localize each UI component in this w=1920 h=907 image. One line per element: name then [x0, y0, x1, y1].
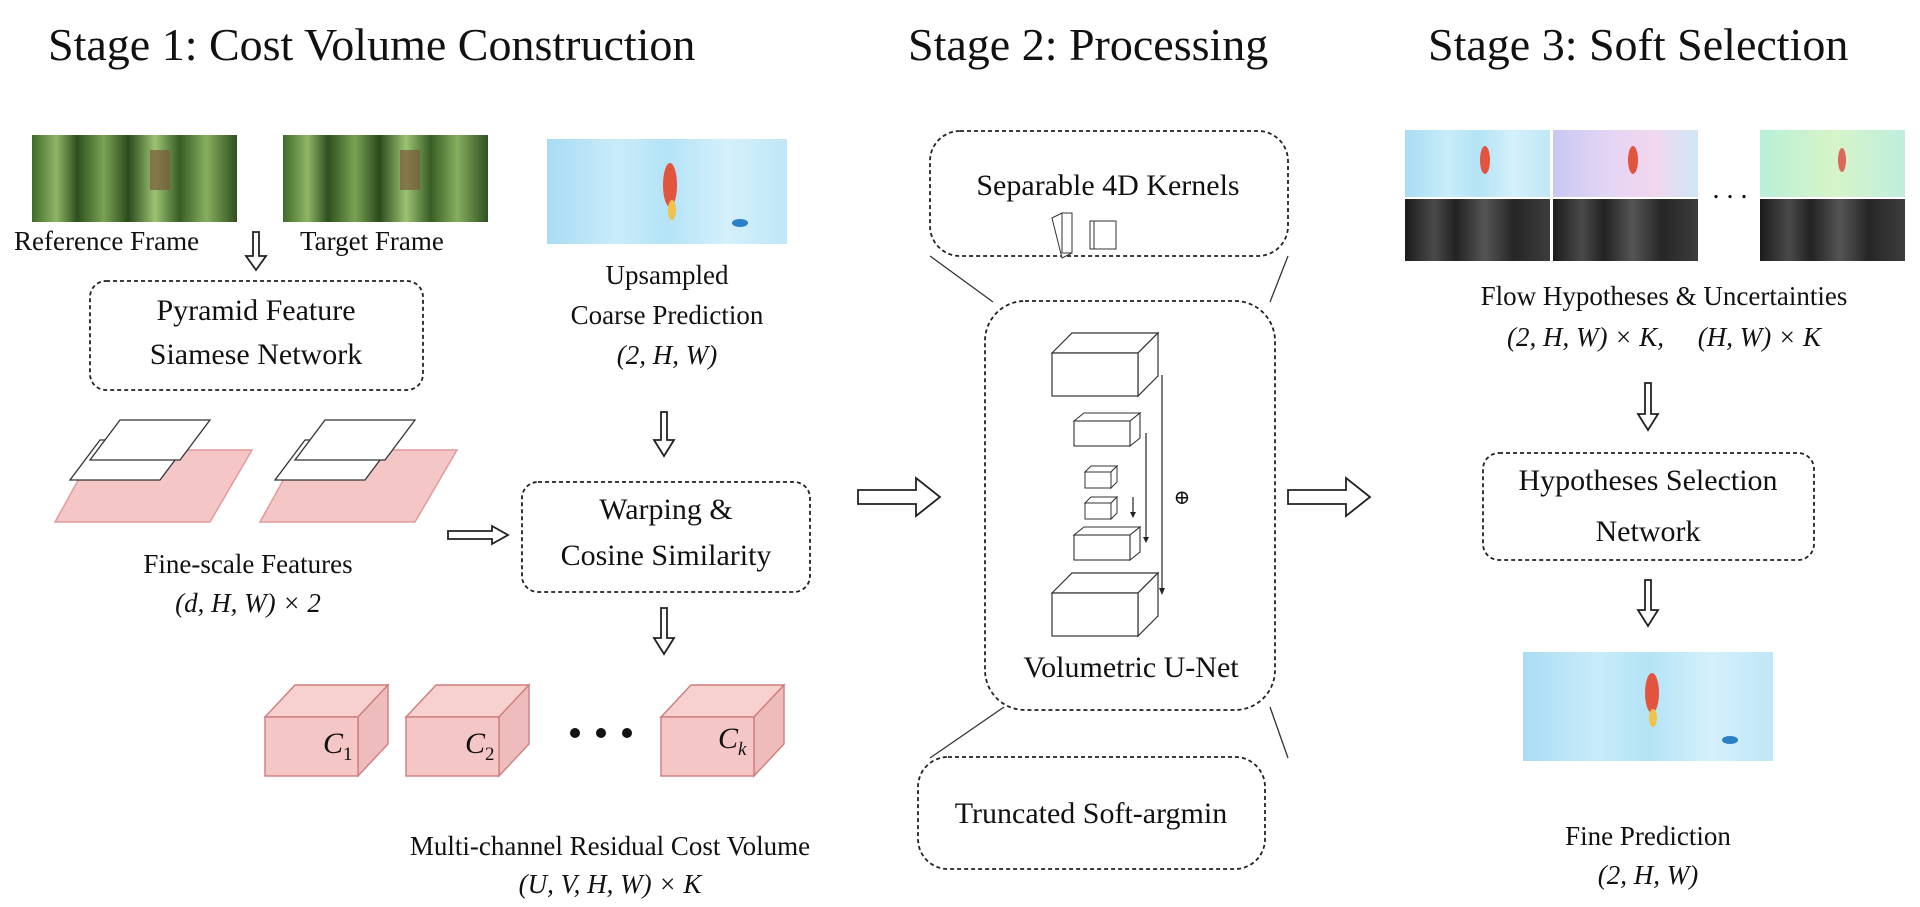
- fine-features-dims: (d, H, W) × 2: [175, 588, 321, 618]
- ellipsis-dots: [570, 728, 632, 738]
- fine-prediction-label: Fine Prediction: [1565, 821, 1731, 851]
- stage1-title: Stage 1: Cost Volume Construction: [48, 19, 695, 70]
- callout-line: [929, 706, 1005, 759]
- callout-line: [929, 255, 994, 303]
- selection-label-line2: Network: [1596, 515, 1701, 548]
- cost-ck-label: C: [718, 722, 739, 755]
- cost-ck-sub: k: [738, 739, 747, 760]
- pyramid-label-line1: Pyramid Feature: [156, 294, 355, 327]
- separable-kernels-label: Separable 4D Kernels: [976, 169, 1239, 202]
- cost-volume-c1: [263, 683, 390, 778]
- stage1-to-stage2-arrow-icon: [857, 476, 942, 518]
- unet-box: [984, 300, 1276, 711]
- truncated-softargmin-label: Truncated Soft-argmin: [955, 797, 1227, 830]
- flow-hypothesis-k: [1760, 130, 1905, 197]
- unet-label: Volumetric U-Net: [1023, 651, 1239, 684]
- stage2-to-stage3-arrow-icon: [1287, 476, 1372, 518]
- down-arrow-icon: [244, 231, 268, 272]
- uncertainty-map-2: [1553, 199, 1698, 261]
- pyramid-label-line2: Siamese Network: [150, 338, 362, 371]
- target-frame-label: Target Frame: [300, 226, 444, 256]
- stage3-title: Stage 3: Soft Selection: [1428, 19, 1848, 70]
- fine-prediction-dims: (2, H, W): [1598, 860, 1698, 890]
- hypotheses-dims: (2, H, W) × K, (H, W) × K: [1507, 322, 1823, 352]
- reference-frame-label: Reference Frame: [14, 226, 199, 256]
- unet-blocks: [1050, 331, 1165, 638]
- cost-c2-label: C: [465, 727, 486, 760]
- reference-frame-image: [32, 135, 237, 222]
- fine-features-label: Fine-scale Features: [143, 549, 352, 579]
- warping-box: [521, 481, 811, 593]
- flow-hypothesis-2: [1553, 130, 1698, 197]
- down-arrow-icon: [652, 607, 676, 656]
- cost-volume-dims: (U, V, H, W) × K: [519, 869, 704, 899]
- cost-volume-ck: [659, 683, 786, 778]
- callout-line: [1269, 706, 1289, 759]
- cost-c1-sub: 1: [343, 744, 353, 765]
- warping-label-line1: Warping &: [599, 493, 732, 526]
- selection-network-box: [1482, 452, 1815, 561]
- hypotheses-ellipsis: . . .: [1713, 174, 1748, 205]
- coarse-prediction-image: [547, 139, 787, 244]
- down-arrow-icon: [1636, 579, 1660, 628]
- oplus-icon: ⊕: [1174, 487, 1191, 509]
- upsampled-label-line2: Coarse Prediction: [571, 300, 764, 330]
- cost-volume-c2: [404, 683, 531, 778]
- upsampled-label-line1: Upsampled: [606, 260, 729, 290]
- right-arrow-icon: [447, 524, 510, 546]
- uncertainty-map-1: [1405, 199, 1550, 261]
- hypotheses-label: Flow Hypotheses & Uncertainties: [1481, 281, 1848, 311]
- warping-label-line2: Cosine Similarity: [561, 539, 772, 572]
- kernel-icon: [1051, 212, 1117, 259]
- down-arrow-icon: [1636, 382, 1660, 432]
- separable-kernels-box: [929, 130, 1289, 257]
- down-arrow-icon: [652, 411, 676, 458]
- stage2-title: Stage 2: Processing: [908, 19, 1268, 70]
- pyramid-siamese-box: [89, 280, 424, 391]
- uncertainty-map-k: [1760, 199, 1905, 261]
- selection-label-line1: Hypotheses Selection: [1518, 464, 1777, 497]
- cost-c1-label: C: [323, 727, 344, 760]
- feature-stack-left: [53, 419, 254, 523]
- cost-volume-label: Multi-channel Residual Cost Volume: [410, 831, 810, 861]
- fine-prediction-image: [1523, 652, 1773, 761]
- target-frame-image: [283, 135, 488, 222]
- upsampled-dims: (2, H, W): [617, 340, 717, 370]
- feature-stack-right: [258, 419, 459, 523]
- cost-c2-sub: 2: [485, 744, 495, 765]
- flow-hypothesis-1: [1405, 130, 1550, 197]
- callout-line: [1269, 255, 1289, 303]
- truncated-softargmin-box: [917, 756, 1266, 870]
